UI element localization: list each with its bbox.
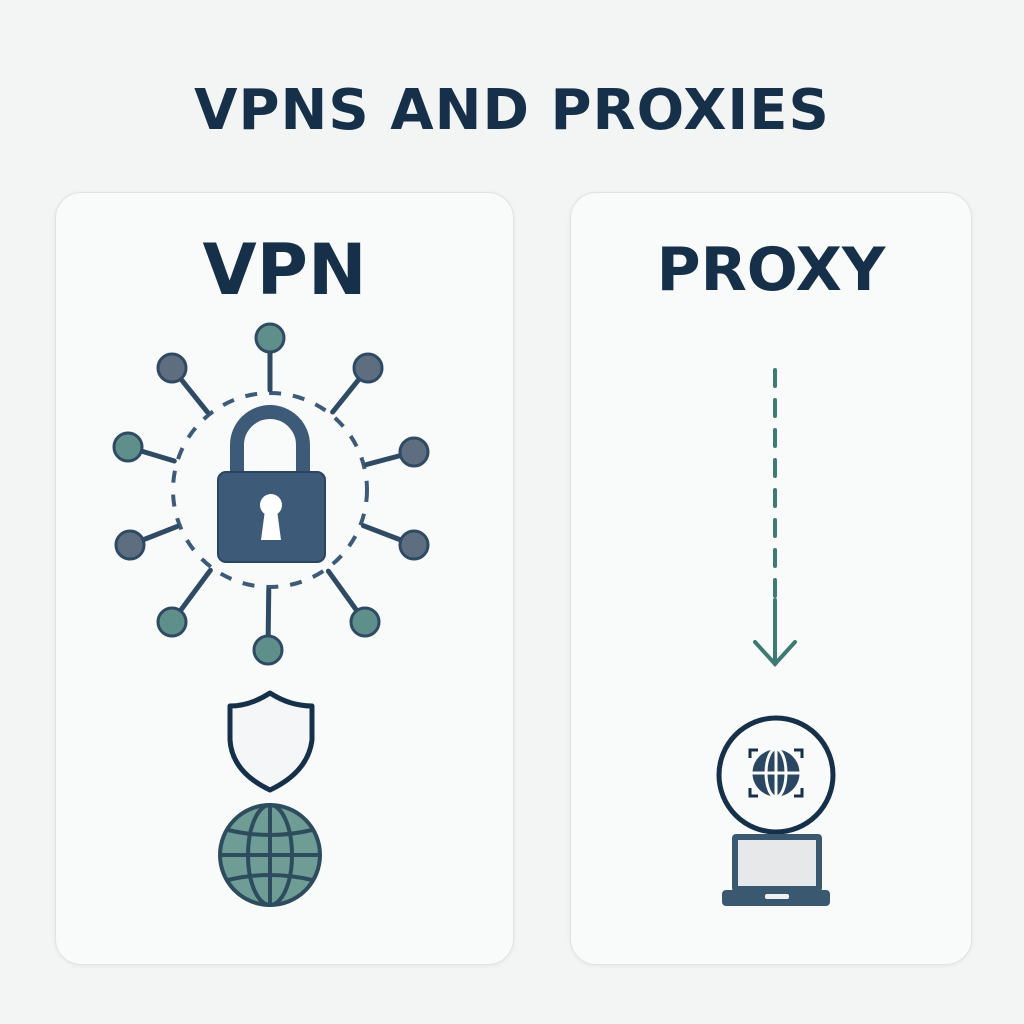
- network-node-icon: [156, 606, 188, 638]
- network-node-icon: [398, 436, 430, 468]
- vpn-title: VPN: [202, 229, 367, 311]
- shield-icon: [227, 690, 315, 793]
- network-node-icon: [398, 529, 430, 561]
- page-title: VPNS AND PROXIES: [194, 78, 830, 143]
- laptop-icon: [722, 834, 830, 906]
- network-node-icon: [349, 606, 381, 638]
- network-node-icon: [114, 529, 146, 561]
- globe-icon: [218, 803, 322, 907]
- lock-icon: [217, 405, 326, 563]
- proxy-title: PROXY: [656, 235, 886, 305]
- dashed-arrow-down-icon: [753, 368, 797, 667]
- lock-network-icon: [112, 322, 430, 666]
- network-node-icon: [156, 352, 188, 384]
- globe-scan-icon: [716, 715, 836, 835]
- network-node-icon: [352, 352, 384, 384]
- network-node-icon: [254, 322, 286, 354]
- network-node-icon: [112, 431, 144, 463]
- network-node-icon: [252, 634, 284, 666]
